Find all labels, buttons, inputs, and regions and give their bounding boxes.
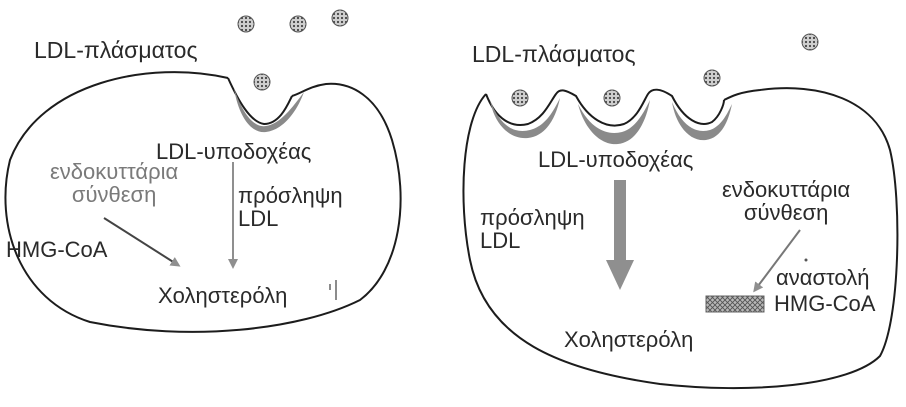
right-uptake-arrow-shaft xyxy=(614,180,626,262)
right-uptake-arrow-head xyxy=(606,260,634,290)
left-synthesis-arrow xyxy=(104,218,178,265)
ldl-particle-icon xyxy=(254,74,270,90)
left-cholesterol-label: Χοληστερόλη xyxy=(158,284,287,307)
left-hmg-coa-label: HMG-CoA xyxy=(6,238,107,261)
stray-dot xyxy=(805,259,808,262)
ldl-particle-icon xyxy=(332,10,348,26)
left-ldl-receptor-label: LDL-υποδοχέας xyxy=(156,140,311,163)
left-ldl-plasma-label: LDL-πλάσματος xyxy=(34,38,198,62)
receptor-cup-icon xyxy=(578,100,650,144)
right-cholesterol-label: Χοληστερόλη xyxy=(564,328,693,351)
ldl-particle-icon xyxy=(604,90,620,106)
ldl-particle-icon xyxy=(238,16,254,32)
right-intracellular-synthesis-label: ενδοκυττάρια σύνθεση xyxy=(722,178,850,224)
right-hmg-coa-label: HMG-CoA xyxy=(774,292,875,315)
ldl-particle-icon xyxy=(512,90,528,106)
hmg-coa-hatched-box-icon xyxy=(706,296,764,312)
right-inhibition-label: αναστολή xyxy=(776,266,869,289)
left-ldl-uptake-label: πρόσληψη LDL xyxy=(238,184,343,230)
left-stray-mark xyxy=(330,280,336,300)
ldl-particle-icon xyxy=(290,16,306,32)
right-ldl-plasma-label: LDL-πλάσματος xyxy=(472,42,636,66)
ldl-particle-icon xyxy=(802,34,818,50)
ldl-particle-icon xyxy=(704,70,720,86)
left-intracellular-synthesis-label: ενδοκυττάρια σύνθεση xyxy=(50,160,178,206)
right-ldl-receptor-label: LDL-υποδοχέας xyxy=(538,148,693,171)
right-ldl-uptake-label: πρόσληψη LDL xyxy=(480,206,585,252)
